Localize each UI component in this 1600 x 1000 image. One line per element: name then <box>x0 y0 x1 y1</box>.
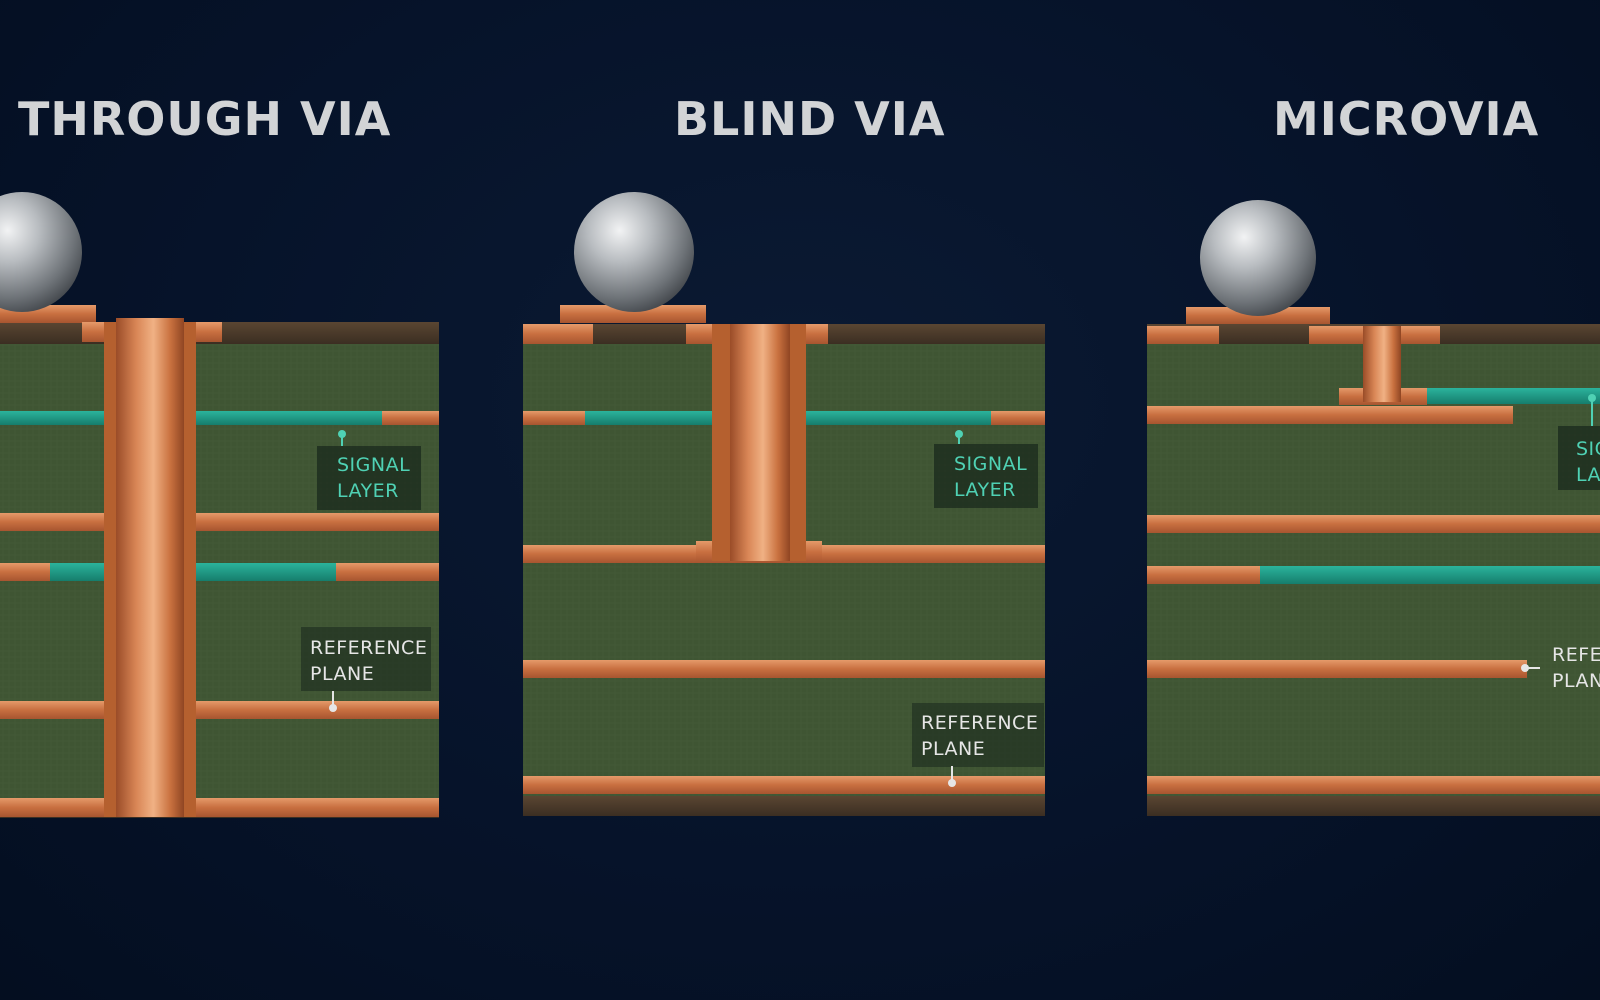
copper-trace-end <box>991 411 1045 425</box>
blind-reference-label-line2: PLANE <box>921 738 985 760</box>
blind-reference-label: REFERENCE PLANE <box>912 703 1044 787</box>
signal-trace <box>1427 388 1600 404</box>
microvia-title: MICROVIA <box>1273 92 1540 146</box>
via-barrel <box>1363 326 1401 402</box>
solder-mask-bottom <box>1147 796 1600 816</box>
copper-plane <box>0 513 439 531</box>
through-reference-label: REFERENCE PLANE <box>301 627 431 712</box>
bottom-copper <box>0 798 439 817</box>
signal-trace <box>0 411 439 425</box>
solder-ball <box>1200 200 1316 316</box>
via-barrel <box>116 318 184 817</box>
solder-ball <box>574 192 694 312</box>
solder-mask-bottom <box>523 796 1045 816</box>
micro-reference-label-line1: REFE <box>1552 644 1600 666</box>
blind-signal-label-line1: SIGNAL <box>954 453 1027 475</box>
blind-reference-label-line1: REFERENCE <box>921 712 1038 734</box>
through-via-title: THROUGH VIA <box>18 92 392 146</box>
through-signal-label-line2: LAYER <box>337 480 399 502</box>
micro-signal-label-line2: LA <box>1576 464 1600 486</box>
bottom-copper <box>1147 776 1600 794</box>
micro-reference-label: REFE PLAN <box>1521 644 1600 692</box>
copper-trace-end <box>336 563 439 581</box>
micro-reference-label-line2: PLAN <box>1552 670 1600 692</box>
copper-trace-segment <box>1147 566 1260 584</box>
copper-plane <box>1147 406 1513 424</box>
copper-pad-left <box>523 324 593 344</box>
micro-signal-label-line1: SIG <box>1576 438 1600 460</box>
copper-plane <box>523 660 1045 678</box>
blind-signal-label-line2: LAYER <box>954 479 1016 501</box>
through-reference-label-line2: PLANE <box>310 663 374 685</box>
copper-trace-segment <box>0 563 50 581</box>
signal-trace <box>1260 566 1600 584</box>
reference-plane <box>523 776 1045 794</box>
reference-plane <box>1147 660 1527 678</box>
through-reference-label-line1: REFERENCE <box>310 637 427 659</box>
blind-signal-label: SIGNAL LAYER <box>934 430 1038 508</box>
micro-signal-label: SIG LA <box>1558 394 1600 490</box>
through-signal-label-line1: SIGNAL <box>337 454 410 476</box>
copper-pad-left <box>1147 326 1219 344</box>
reference-plane <box>0 701 439 719</box>
solder-ball <box>0 192 82 312</box>
copper-trace-segment <box>523 411 585 425</box>
through-signal-label: SIGNAL LAYER <box>317 430 421 510</box>
blind-via-stackup <box>523 192 1045 816</box>
copper-trace-end <box>382 411 439 425</box>
blind-via-title: BLIND VIA <box>674 92 946 146</box>
through-via-stackup <box>0 192 439 818</box>
microvia-stackup <box>1147 200 1600 816</box>
copper-plane <box>1147 515 1600 533</box>
via-barrel <box>730 324 790 561</box>
top-pad <box>560 305 706 323</box>
